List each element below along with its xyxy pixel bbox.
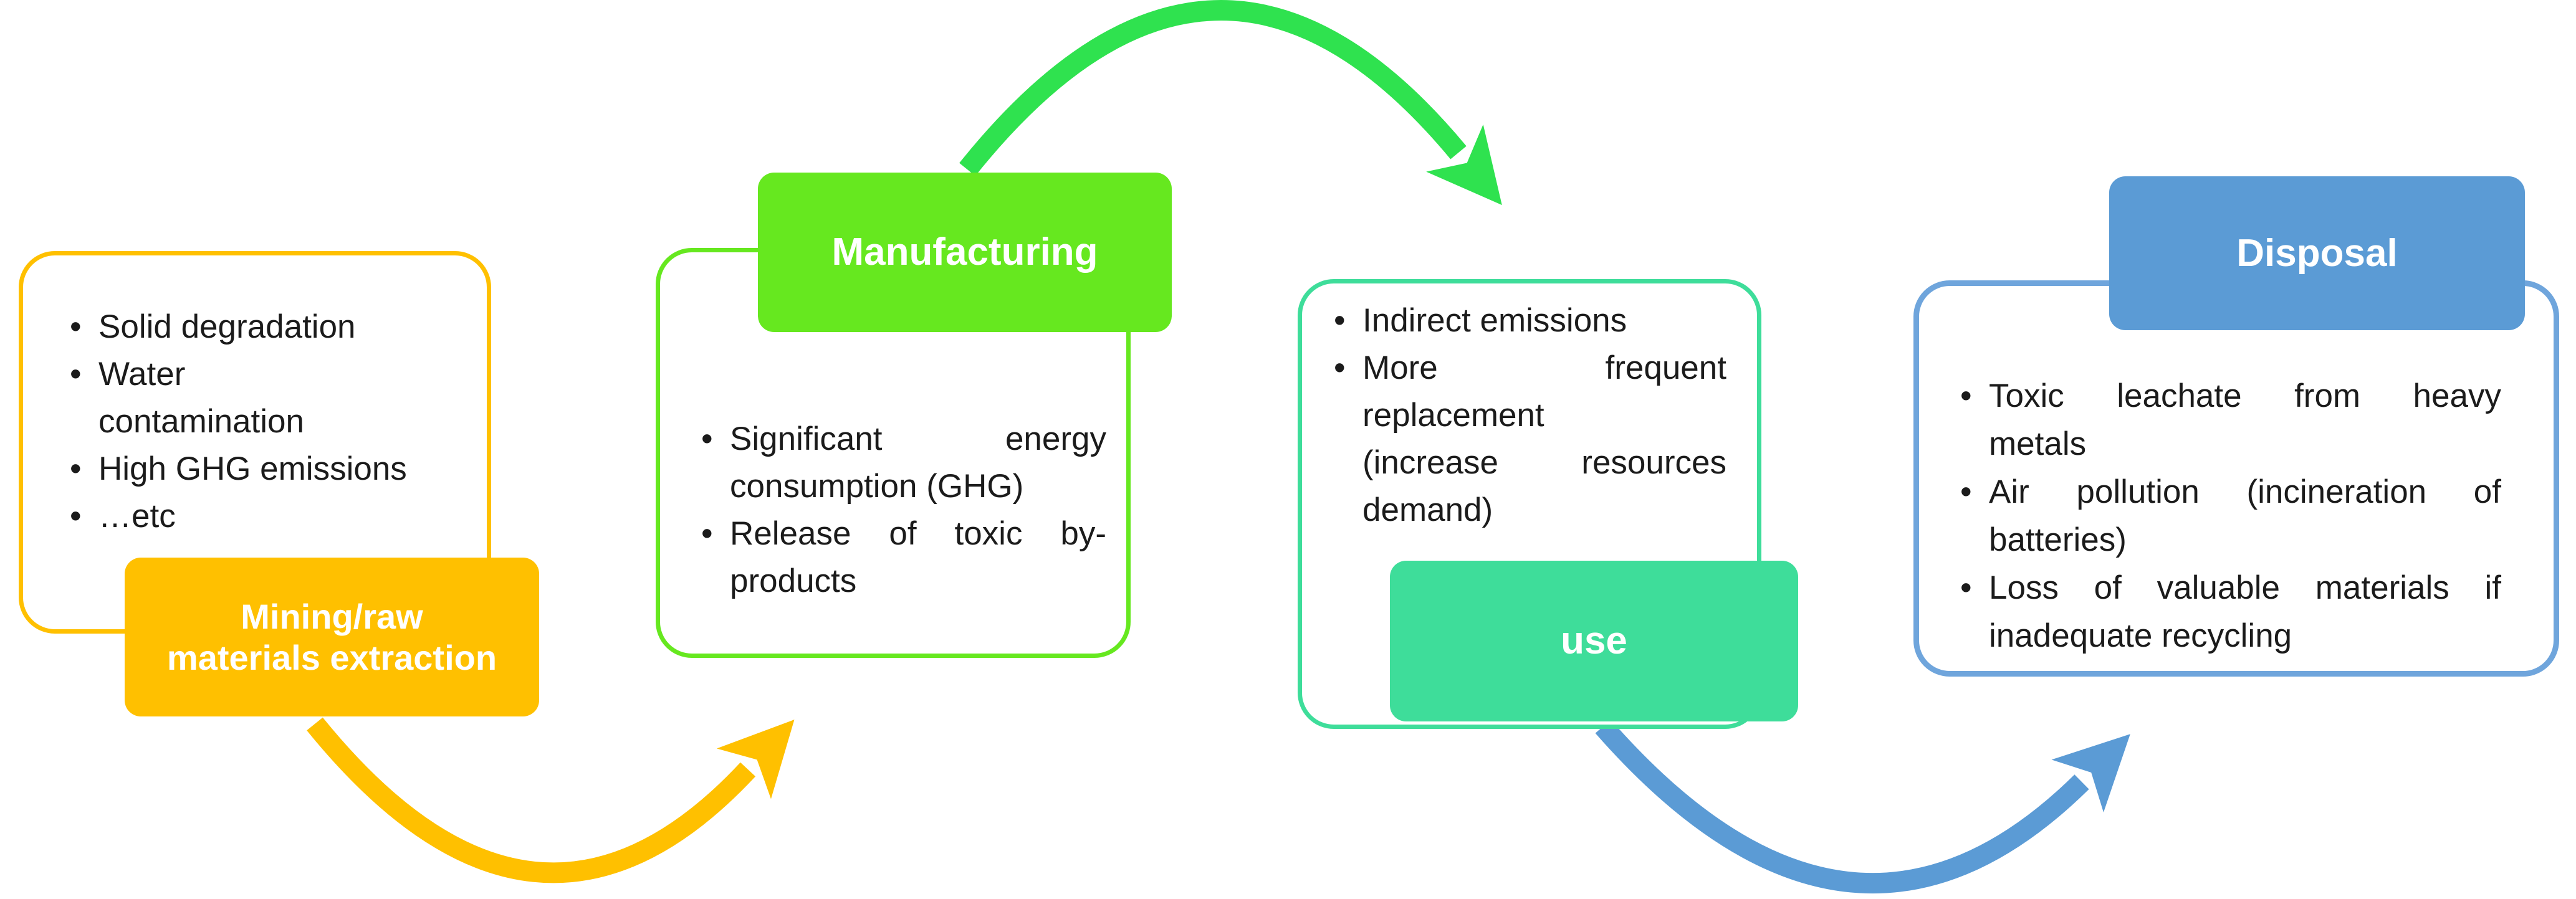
bullet-line: inadequate recycling — [1989, 617, 2292, 654]
bullet-lines: Loss of valuable materials if inadequate … — [1989, 564, 2501, 660]
bullet-line: Water — [98, 356, 186, 392]
bullet-item: • Indirect emissions — [1334, 297, 1726, 345]
bullet-line: Solid degradation — [98, 308, 356, 345]
bullet-item: • …etc — [70, 493, 491, 540]
bullet-dot-icon: • — [1960, 378, 1972, 414]
stage-label-use: use — [1390, 561, 1798, 721]
bullet-lines: Indirect emissions — [1362, 297, 1726, 345]
bullet-item: • Loss of valuable materials if inadequate… — [1960, 564, 2501, 660]
bullet-dot-icon: • — [701, 515, 713, 552]
bullet-dot-icon: • — [1334, 302, 1346, 339]
bullet-line: consumption (GHG) — [730, 468, 1024, 505]
stage-card-mining: • Solid degradation • Water contamination • Hi… — [19, 251, 491, 634]
bullet-lines: More frequent replacement (increase resour… — [1362, 345, 1726, 534]
bullet-item: • Release of toxic by-products — [701, 510, 1106, 605]
bullet-item: • Toxic leachate from heavy metals — [1960, 372, 2501, 468]
bullet-line: demand) — [1362, 492, 1493, 528]
bullet-item: • High GHG emissions — [70, 445, 491, 493]
bullet-item: • Solid degradation — [70, 303, 491, 351]
stage-label-manufacturing: Manufacturing — [758, 173, 1172, 332]
bullet-line: metals — [1989, 426, 2087, 462]
bullet-line: (increase resources — [1362, 444, 1726, 481]
label-line: Disposal — [2236, 231, 2398, 275]
bullet-list-use: • Indirect emissions • More frequent replace… — [1334, 297, 1726, 534]
bullet-dot-icon: • — [1334, 350, 1346, 386]
stage-card-disposal: • Toxic leachate from heavy metals • Air pol… — [1913, 280, 2559, 677]
bullet-line: High GHG emissions — [98, 450, 407, 487]
bullet-line: Release of toxic by- — [730, 515, 1106, 552]
curved-arrow-mining-to-manufacturing — [307, 717, 795, 883]
bullet-line: products — [730, 563, 857, 599]
bullet-list-manufacturing: • Significant energy consumption (GHG) • Rel… — [701, 416, 1106, 605]
bullet-lines: High GHG emissions — [98, 445, 491, 493]
bullet-lines: Toxic leachate from heavy metals — [1989, 372, 2501, 468]
bullet-lines: Release of toxic by-products — [730, 510, 1106, 605]
bullet-line: Loss of valuable materials if — [1989, 569, 2501, 606]
bullet-line: contamination — [98, 403, 304, 440]
bullet-lines: Water contamination — [98, 351, 491, 445]
bullet-line: replacement — [1362, 397, 1544, 434]
bullet-lines: …etc — [98, 493, 491, 540]
bullet-dot-icon: • — [1960, 473, 1972, 510]
stage-label-disposal: Disposal — [2109, 176, 2525, 330]
bullet-item: • Significant energy consumption (GHG) — [701, 416, 1106, 510]
bullet-dot-icon: • — [70, 450, 82, 487]
label-line: materials extraction — [166, 637, 497, 677]
bullet-line: More frequent — [1362, 350, 1726, 386]
bullet-line: Air pollution (incineration of — [1989, 473, 2501, 510]
label-line: use — [1561, 619, 1627, 662]
bullet-dot-icon: • — [70, 308, 82, 345]
curved-arrow-use-to-disposal — [1595, 720, 2130, 894]
bullet-item: • More frequent replacement (increase resou… — [1334, 345, 1726, 534]
bullet-lines: Solid degradation — [98, 303, 491, 351]
bullet-dot-icon: • — [1960, 569, 1972, 606]
bullet-item: • Air pollution (incineration of batteries… — [1960, 468, 2501, 564]
label-line: Mining/raw — [241, 596, 423, 636]
bullet-list-disposal: • Toxic leachate from heavy metals • Air pol… — [1960, 372, 2501, 660]
label-line: Manufacturing — [831, 231, 1098, 274]
bullet-line: Significant energy — [730, 421, 1106, 457]
bullet-item: • Water contamination — [70, 351, 491, 445]
bullet-line: batteries) — [1989, 521, 2127, 558]
curved-arrow-manufacturing-to-use — [959, 0, 1502, 206]
bullet-list-mining: • Solid degradation • Water contamination • Hi… — [70, 303, 491, 540]
bullet-dot-icon: • — [70, 356, 82, 392]
bullet-lines: Air pollution (incineration of batteries) — [1989, 468, 2501, 564]
bullet-line: …etc — [98, 498, 176, 535]
bullet-line: Indirect emissions — [1362, 302, 1627, 339]
bullet-line: Toxic leachate from heavy — [1989, 378, 2501, 414]
bullet-dot-icon: • — [701, 421, 713, 457]
bullet-dot-icon: • — [70, 498, 82, 535]
bullet-lines: Significant energy consumption (GHG) — [730, 416, 1106, 510]
